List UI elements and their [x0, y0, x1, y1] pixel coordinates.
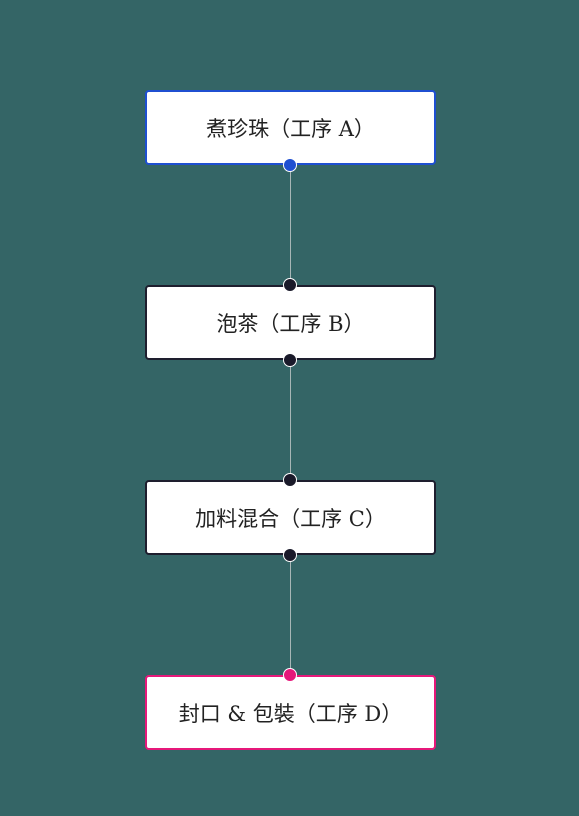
node-process-d[interactable]: 封口 & 包裝（工序 D）: [145, 675, 436, 750]
node-b-output-handle[interactable]: [283, 353, 297, 367]
edge-b-to-c: [290, 360, 291, 480]
node-c-input-handle[interactable]: [283, 473, 297, 487]
node-process-b-label: 泡茶（工序 B）: [216, 311, 365, 336]
node-a-output-handle[interactable]: [283, 158, 297, 172]
edge-c-to-d: [290, 555, 291, 675]
node-c-output-handle[interactable]: [283, 548, 297, 562]
node-process-b[interactable]: 泡茶（工序 B）: [145, 285, 436, 360]
node-b-input-handle[interactable]: [283, 278, 297, 292]
node-process-d-label: 封口 & 包裝（工序 D）: [178, 701, 403, 726]
node-process-c[interactable]: 加料混合（工序 C）: [145, 480, 436, 555]
node-d-input-handle[interactable]: [283, 668, 297, 682]
node-process-a[interactable]: 煮珍珠（工序 A）: [145, 90, 436, 165]
node-process-c-label: 加料混合（工序 C）: [195, 506, 386, 531]
edge-a-to-b: [290, 165, 291, 285]
node-process-a-label: 煮珍珠（工序 A）: [206, 116, 375, 141]
